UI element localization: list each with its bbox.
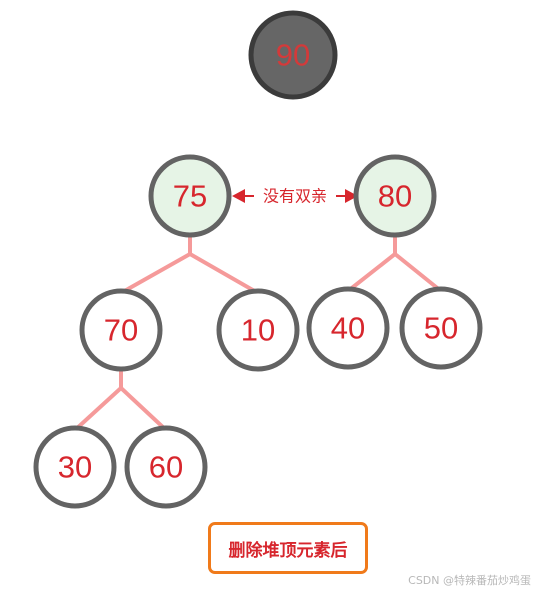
caption-box: 删除堆顶元素后 (208, 522, 368, 574)
node-circle (79, 288, 163, 372)
node-value: 40 (331, 311, 365, 346)
edge-n75-n70 (120, 233, 192, 295)
node-value: 70 (104, 313, 138, 348)
removed-node-value: 90 (276, 38, 310, 73)
relation-label: 没有双亲 (263, 187, 327, 206)
arrow-left-icon (232, 189, 245, 203)
tree-node-70: 70 (79, 288, 163, 372)
edge-n70-n30 (73, 367, 123, 432)
node-value: 80 (378, 179, 412, 214)
tree-node-60: 60 (124, 425, 208, 509)
edge-n70-n60 (119, 367, 168, 432)
watermark: CSDN @特辣番茄炒鸡蛋 (408, 574, 531, 587)
tree-node-50: 50 (399, 286, 483, 370)
no-parent-relation: 没有双亲 (232, 184, 358, 208)
node-value: 30 (58, 450, 92, 485)
edge-n80-n50 (393, 233, 443, 293)
tree-node-40: 40 (306, 286, 390, 370)
node-circle (306, 286, 390, 370)
caption-text: 删除堆顶元素后 (228, 540, 348, 561)
node-circle (33, 425, 117, 509)
tree-node-10: 10 (216, 288, 300, 372)
node-circle (353, 154, 437, 238)
nodes-layer: 75 80 70 10 40 50 30 60 (33, 154, 483, 509)
edges-layer (73, 233, 443, 432)
node-circle (124, 425, 208, 509)
edge-n80-n40 (346, 233, 397, 293)
node-value: 60 (149, 450, 183, 485)
node-circle (148, 154, 232, 238)
relation-label-bg (254, 184, 336, 208)
tree-node-75: 75 (148, 154, 232, 238)
node-circle (216, 288, 300, 372)
tree-node-30: 30 (33, 425, 117, 509)
removed-node-circle (248, 10, 338, 100)
node-value: 10 (241, 313, 275, 348)
arrow-right-icon (345, 189, 358, 203)
tree-node-80: 80 (353, 154, 437, 238)
edge-n75-n10 (188, 233, 259, 295)
node-value: 75 (173, 179, 207, 214)
node-value: 50 (424, 311, 458, 346)
removed-top-node: 90 (248, 10, 338, 100)
node-circle (399, 286, 483, 370)
